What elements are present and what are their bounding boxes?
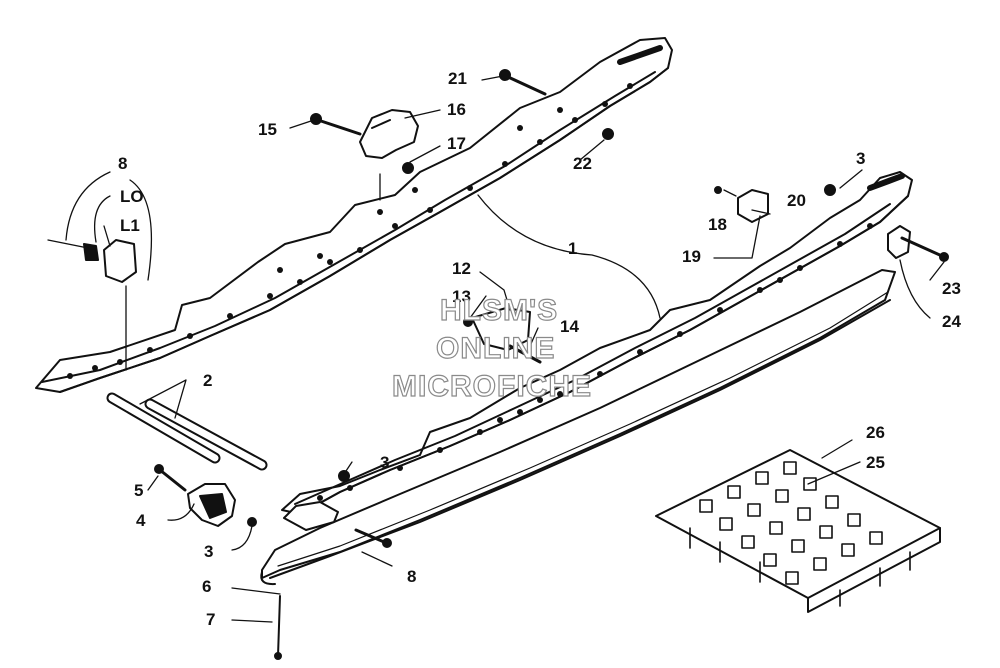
bracket-16 bbox=[359, 109, 419, 159]
left-rail bbox=[35, 37, 673, 393]
callout-22: 22 bbox=[573, 154, 592, 173]
watermark-line-3: MICROFICHE bbox=[391, 370, 592, 403]
callout-23: 23 bbox=[942, 279, 961, 298]
watermark-line-2: ONLINE bbox=[435, 332, 556, 365]
callout-4: 4 bbox=[136, 511, 146, 530]
callout-20: 20 bbox=[787, 191, 806, 210]
track bbox=[655, 449, 941, 613]
fasteners bbox=[154, 69, 949, 660]
callout-24: 24 bbox=[942, 312, 961, 331]
callout-21: 21 bbox=[448, 69, 467, 88]
callout-10: LO bbox=[120, 187, 144, 206]
right-rail bbox=[281, 171, 913, 515]
callout-12: 12 bbox=[452, 259, 471, 278]
callout-16: 16 bbox=[447, 100, 466, 119]
callout-3-right-front: 3 bbox=[380, 453, 390, 472]
callout-5: 5 bbox=[134, 481, 144, 500]
callout-8-bottom: 8 bbox=[407, 567, 417, 586]
callout-2: 2 bbox=[203, 371, 213, 390]
front-bracket-assembly bbox=[187, 483, 339, 531]
callout-13: 13 bbox=[452, 287, 471, 306]
callout-19: 19 bbox=[682, 247, 701, 266]
callout-17: 17 bbox=[447, 134, 466, 153]
block-19 bbox=[737, 189, 769, 223]
callout-7: 7 bbox=[206, 610, 216, 629]
bracket-24 bbox=[887, 225, 911, 259]
callout-3-rear: 3 bbox=[856, 149, 866, 168]
plate-12 bbox=[471, 307, 531, 351]
callout-6: 6 bbox=[202, 577, 212, 596]
watermark-line-1: HLSM'S bbox=[439, 294, 559, 327]
callout-14: 14 bbox=[560, 317, 579, 336]
sensor-housing bbox=[103, 239, 137, 283]
callout-25: 25 bbox=[866, 453, 885, 472]
callout-1: 1 bbox=[568, 239, 578, 258]
callout-11: L1 bbox=[120, 216, 140, 235]
callout-3-left-front: 3 bbox=[204, 542, 214, 561]
callout-18: 18 bbox=[708, 215, 727, 234]
leader-lines bbox=[47, 75, 945, 623]
callout-26: 26 bbox=[866, 423, 885, 442]
callout-15: 15 bbox=[258, 120, 277, 139]
callout-8-top: 8 bbox=[118, 154, 128, 173]
cross-shafts bbox=[106, 392, 268, 471]
